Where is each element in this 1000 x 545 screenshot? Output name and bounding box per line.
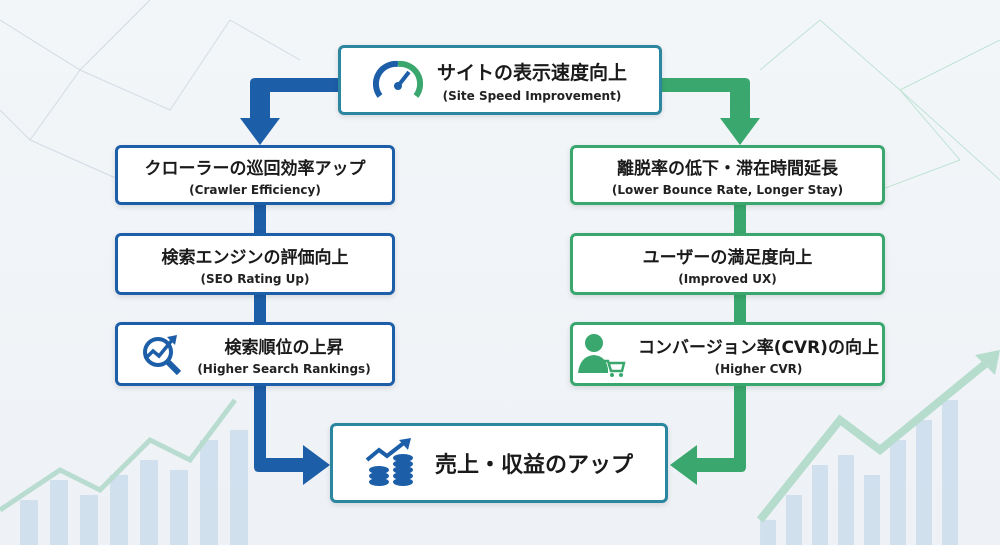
box-subtitle: (Improved UX) xyxy=(678,271,777,286)
box-title: 検索エンジンの評価向上 xyxy=(161,247,349,268)
box-title: クローラーの巡回効率アップ xyxy=(144,158,366,179)
left-flow-arrows xyxy=(240,78,340,485)
revenue-up-box: 売上・収益のアップ xyxy=(330,423,668,503)
box-subtitle: (Lower Bounce Rate, Longer Stay) xyxy=(611,182,844,197)
box-subtitle: (Higher CVR) xyxy=(714,361,803,376)
speedometer-icon xyxy=(372,60,423,98)
cvr-box: コンバージョン率(CVR)の向上 (Higher CVR) xyxy=(570,322,885,386)
box-subtitle: (Crawler Efficiency) xyxy=(189,182,321,197)
crawler-efficiency-box: クローラーの巡回効率アップ (Crawler Efficiency) xyxy=(115,145,395,205)
box-title: コンバージョン率(CVR)の向上 xyxy=(638,337,879,358)
box-title: 検索順位の上昇 xyxy=(224,337,344,358)
search-growth-icon xyxy=(143,335,182,376)
bounce-rate-box: 離脱率の低下・滞在時間延長 (Lower Bounce Rate, Longer… xyxy=(570,145,885,205)
seo-rating-box: 検索エンジンの評価向上 (SEO Rating Up) xyxy=(115,233,395,295)
revenue-coins-icon xyxy=(365,438,413,486)
shopper-cart-icon xyxy=(578,334,626,377)
left-bar-chart-decoration xyxy=(20,430,248,545)
box-subtitle: (SEO Rating Up) xyxy=(200,271,310,286)
right-flow-arrows xyxy=(660,78,760,485)
box-title: ユーザーの満足度向上 xyxy=(642,247,813,268)
right-bar-chart-decoration xyxy=(760,400,958,545)
box-title: サイトの表示速度向上 xyxy=(436,61,627,84)
box-subtitle: (Higher Search Rankings) xyxy=(197,361,371,376)
box-title: 売上・収益のアップ xyxy=(434,453,633,478)
box-title: 離脱率の低下・滞在時間延長 xyxy=(617,158,838,179)
search-rankings-box: 検索順位の上昇 (Higher Search Rankings) xyxy=(115,322,395,386)
box-subtitle: (Site Speed Improvement) xyxy=(442,88,622,103)
improved-ux-box: ユーザーの満足度向上 (Improved UX) xyxy=(570,233,885,295)
site-speed-box: サイトの表示速度向上 (Site Speed Improvement) xyxy=(338,45,662,115)
